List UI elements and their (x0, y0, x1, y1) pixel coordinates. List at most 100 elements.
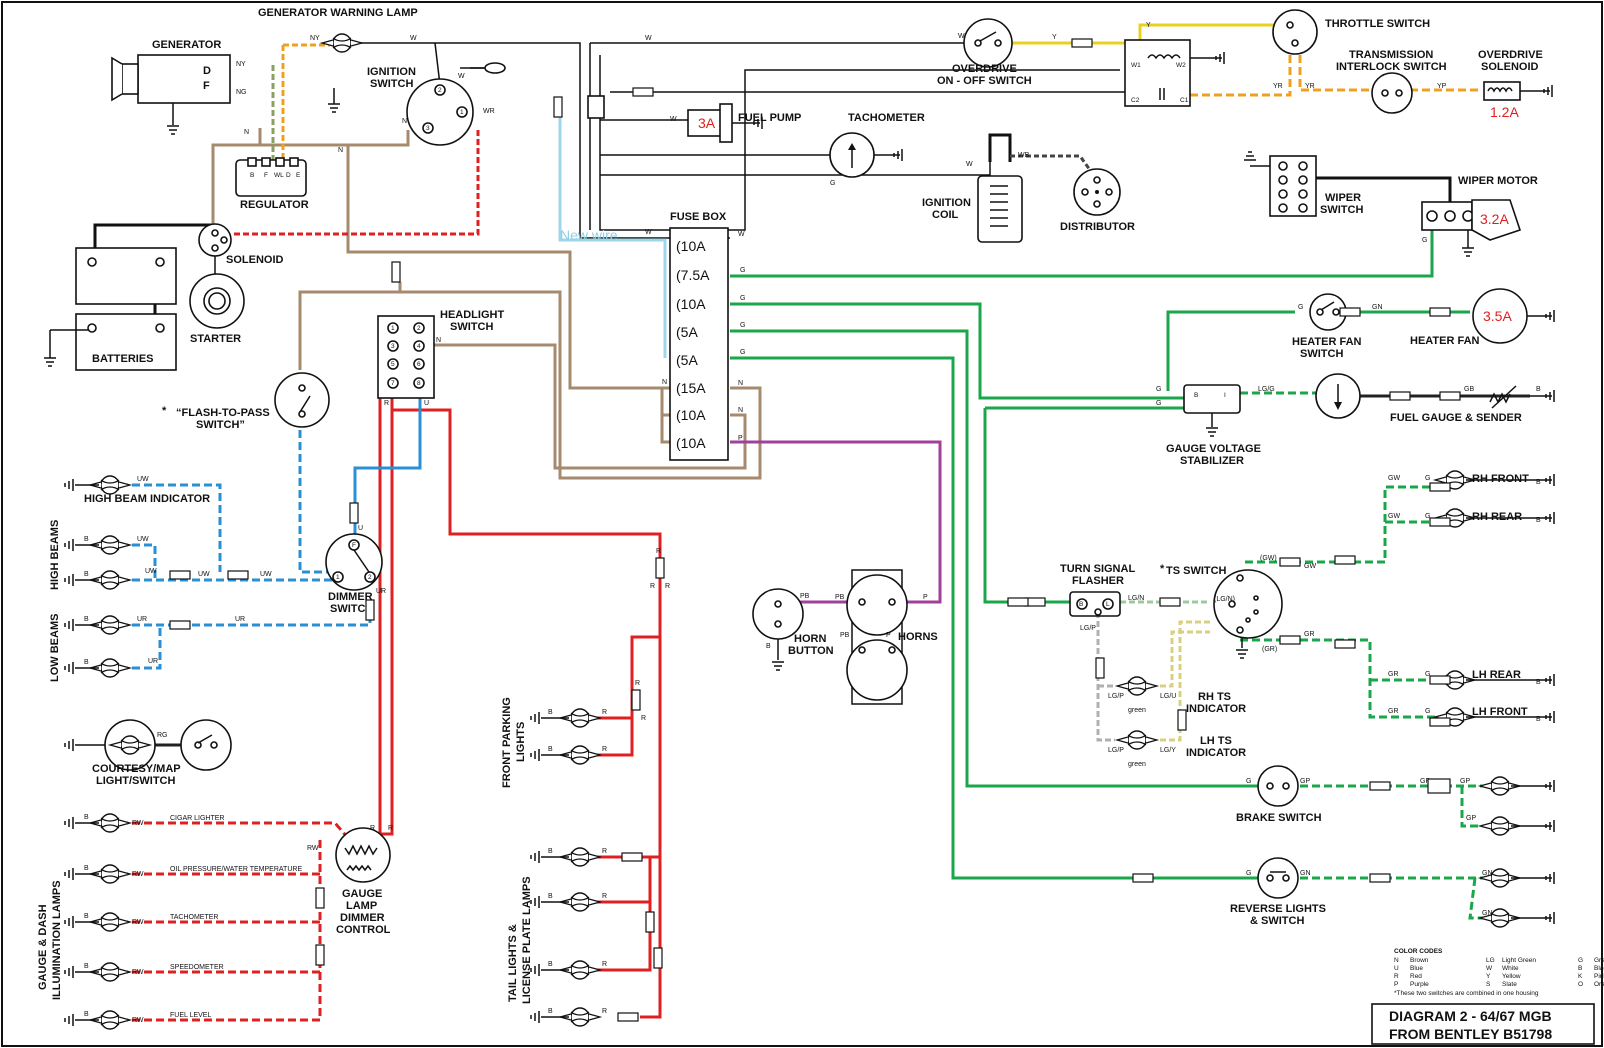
svg-text:B: B (548, 1008, 553, 1015)
svg-text:W: W (738, 231, 745, 238)
transmission-switch-label-1: TRANSMISSION (1349, 49, 1433, 61)
color-code: K (1578, 973, 1583, 980)
color-name: White (1502, 965, 1519, 972)
gauge-lamp-label-3: DIMMER (340, 912, 385, 924)
gauge-voltage-label-1: GAUGE VOLTAGE (1166, 443, 1261, 455)
svg-text:U: U (358, 525, 363, 532)
svg-text:RW: RW (132, 969, 144, 976)
heater-fan-switch-label-2: SWITCH (1300, 348, 1343, 360)
svg-text:UW: UW (137, 536, 149, 543)
svg-text:WB: WB (1018, 152, 1030, 159)
svg-text:B: B (84, 913, 89, 920)
generator: GENERATOR D F NY NG (111, 39, 247, 135)
fuse-5: (5A (676, 352, 698, 368)
svg-text:C2: C2 (1131, 97, 1140, 104)
svg-text:R: R (656, 548, 661, 555)
svg-text:R: R (602, 746, 607, 753)
svg-text:R: R (635, 680, 640, 687)
fuse-3: (10A (676, 296, 706, 312)
svg-text:B: B (84, 659, 89, 666)
brake-switch-label: BRAKE SWITCH (1236, 812, 1322, 824)
svg-text:RW: RW (132, 871, 144, 878)
reverse-label-1: REVERSE LIGHTS (1230, 903, 1326, 915)
batteries-label: BATTERIES (92, 353, 154, 365)
svg-text:R: R (650, 583, 655, 590)
svg-text:YR: YR (1305, 83, 1315, 90)
svg-text:R: R (641, 715, 646, 722)
svg-text:(LG/N): (LG/N) (1214, 596, 1235, 603)
svg-text:B: B (84, 616, 89, 623)
horn-button: HORN BUTTON PBB (752, 588, 834, 671)
overdrive-solenoid: OVERDRIVE SOLENOID 1.2A (1478, 49, 1553, 120)
svg-text:D: D (286, 172, 291, 179)
svg-text:*: * (1160, 563, 1165, 575)
svg-text:RW: RW (132, 1017, 144, 1024)
svg-text:GW: GW (1304, 563, 1316, 570)
svg-text:I: I (1224, 392, 1226, 399)
color-code: S (1486, 981, 1491, 988)
svg-text:B: B (548, 893, 553, 900)
fuel-pump-rating: 3A (698, 115, 716, 131)
svg-text:R: R (602, 893, 607, 900)
new-wire-note: New wire (560, 227, 618, 243)
svg-text:W: W (645, 229, 652, 236)
flash-to-pass-switch: * “FLASH-TO-PASS SWITCH” (162, 372, 330, 431)
svg-text:NG: NG (236, 89, 247, 96)
svg-text:N: N (738, 380, 743, 387)
svg-text:G: G (740, 349, 745, 356)
svg-text:GP: GP (1420, 778, 1430, 785)
svg-text:LG/Y: LG/Y (1160, 747, 1176, 754)
svg-text:G: G (1425, 671, 1430, 678)
high-beams-label: HIGH BEAMS (49, 520, 61, 590)
svg-text:Y: Y (1146, 22, 1151, 29)
flash-to-pass-label-1: “FLASH-TO-PASS (176, 407, 270, 419)
svg-text:RG: RG (157, 732, 168, 739)
svg-text:PB: PB (800, 593, 810, 600)
flash-to-pass-label-2: SWITCH” (196, 419, 245, 431)
svg-text:U: U (424, 400, 429, 407)
batteries: BATTERIES (43, 247, 177, 371)
svg-text:UR: UR (235, 616, 245, 623)
fuse-6: (15A (676, 380, 706, 396)
svg-text:B: B (1536, 679, 1541, 686)
svg-text:G: G (1156, 386, 1161, 393)
svg-text:2: 2 (368, 574, 372, 581)
svg-text:GN: GN (1482, 910, 1493, 917)
svg-text:3: 3 (426, 125, 430, 132)
distributor: DISTRIBUTOR (1060, 168, 1135, 233)
color-code: B (1578, 965, 1582, 972)
fuse-1: (10A (676, 238, 706, 254)
svg-text:RW: RW (132, 919, 144, 926)
color-name: Yellow (1502, 973, 1521, 980)
svg-text:E: E (296, 172, 301, 179)
svg-text:UW: UW (260, 571, 272, 578)
tachometer: TACHOMETER G (829, 112, 925, 187)
generator-warning-lamp: GENERATOR WARNING LAMP NY W (258, 7, 418, 53)
svg-text:G: G (1246, 870, 1251, 877)
color-name: Pink (1594, 973, 1604, 980)
svg-text:N: N (244, 129, 249, 136)
svg-text:R: R (602, 709, 607, 716)
svg-text:GR: GR (1388, 708, 1399, 715)
gauge-lamp-label-4: CONTROL (336, 924, 391, 936)
ignition-switch-label-2: SWITCH (370, 78, 413, 90)
diagram-title: DIAGRAM 2 - 64/67 MGB (1389, 1008, 1552, 1024)
fuse-box-label: FUSE BOX (670, 211, 727, 223)
dimmer-switch-label-1: DIMMER (328, 591, 373, 603)
svg-text:W: W (670, 116, 677, 123)
svg-text:B: B (1536, 386, 1541, 393)
gauge-lamp-label-1: GAUGE (342, 888, 382, 900)
fuse-7: (10A (676, 407, 706, 423)
svg-text:2: 2 (417, 325, 421, 332)
svg-text:GP: GP (1300, 778, 1310, 785)
svg-text:B: B (548, 848, 553, 855)
overdrive-switch-label-1: OVERDRIVE (952, 63, 1017, 75)
lh-front-label: LH FRONT (1472, 706, 1528, 718)
